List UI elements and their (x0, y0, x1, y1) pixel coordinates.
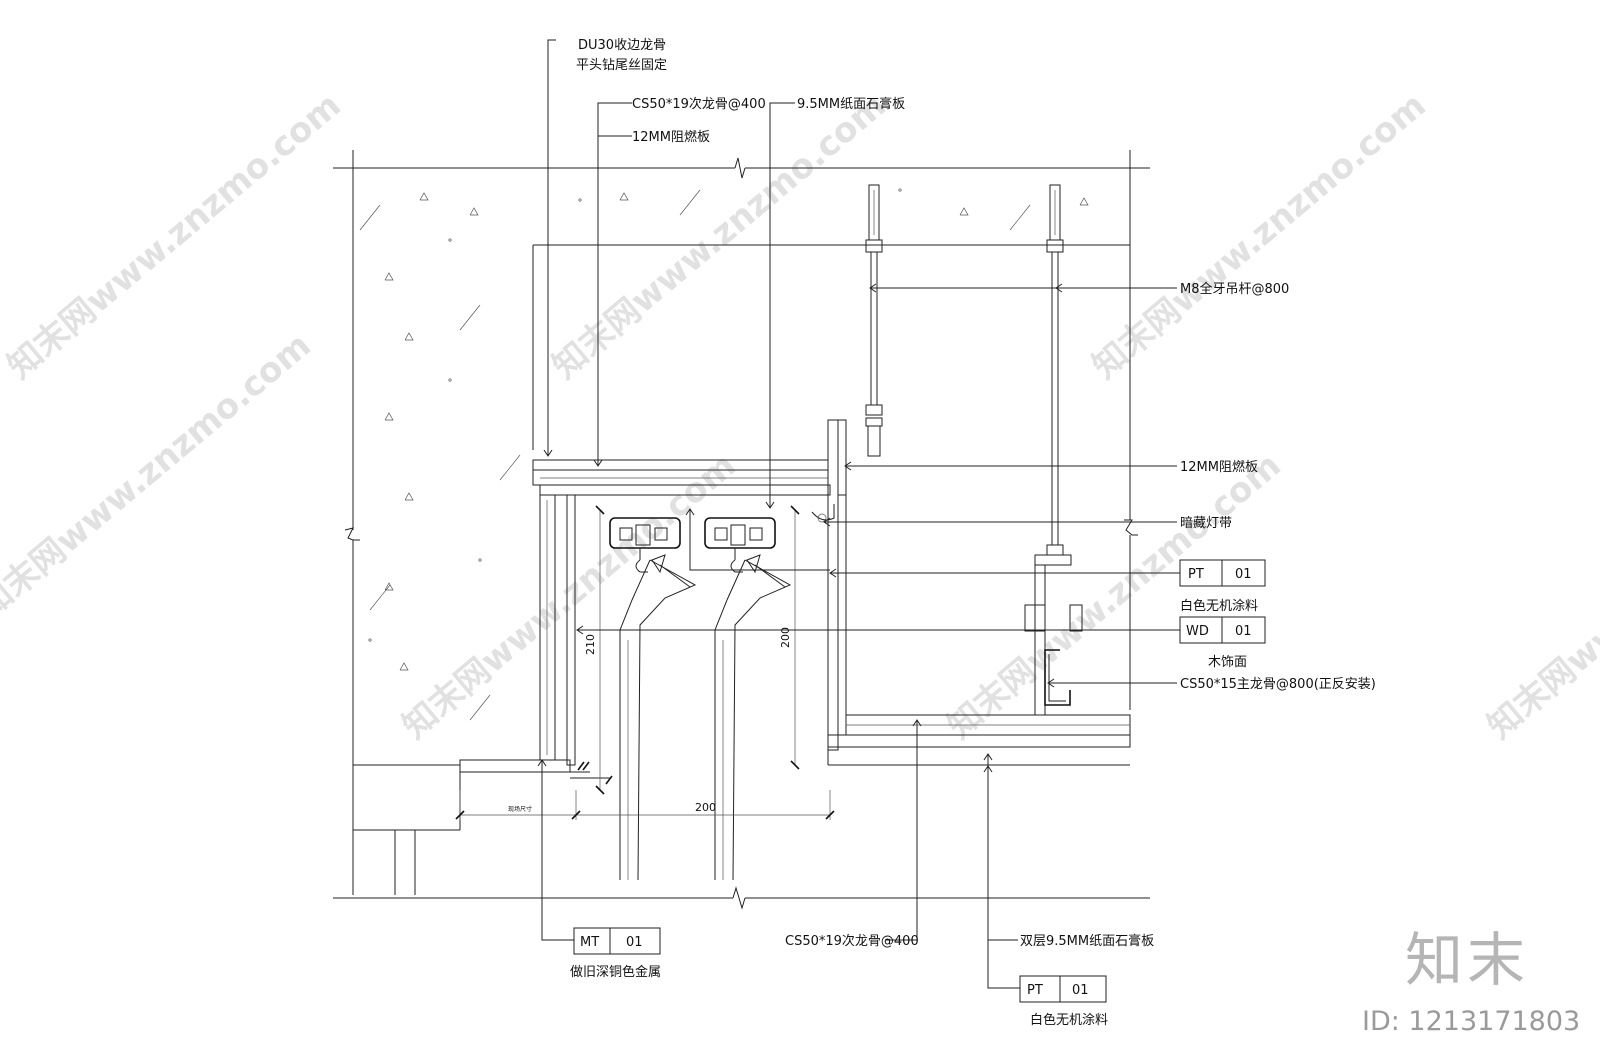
brand-logo: 知末 (1405, 926, 1529, 994)
label-pt-desc-bottom: 白色无机涂料 (1030, 1012, 1108, 1028)
curtain-tracks (609, 517, 792, 881)
tag-pt-bottom-num: 01 (1072, 983, 1089, 998)
dim-200-horizontal: 200 (695, 801, 716, 814)
material-tag-pt-right: PT 01 (1179, 559, 1266, 587)
brand-id: ID: 1213171803 (1362, 1006, 1580, 1037)
tag-mt-bottom-num: 01 (626, 935, 643, 950)
dim-210: 210 (584, 634, 597, 655)
annotation-labels: DU30收边龙骨 平头钻尾丝固定 CS50*19次龙骨@400 12MM阻燃板 … (570, 38, 1376, 1028)
watermark-7: 知末网www.znzmo.com (1480, 445, 1600, 747)
watermark-5: 知末网www.znzmo.com (395, 445, 744, 747)
label-double-gypsum: 双层9.5MM纸面石膏板 (1020, 933, 1154, 949)
tag-wd-right-num: 01 (1235, 624, 1252, 639)
label-du30-line2: 平头钻尾丝固定 (576, 58, 667, 73)
dim-site: 现场尺寸 (508, 805, 532, 813)
label-gypsum-top: 9.5MM纸面石膏板 (797, 96, 905, 112)
ceiling-board-layers (353, 459, 831, 895)
watermark-6: 知末网www.znzmo.com (940, 445, 1289, 747)
material-tag-mt-bottom: MT 01 (573, 927, 661, 955)
tag-pt-bottom-code: PT (1027, 983, 1043, 998)
label-fire-board-top: 12MM阻燃板 (632, 129, 710, 145)
dimension-lines: 210 200 200 现场尺寸 (455, 505, 835, 820)
label-du30-line1: DU30收边龙骨 (578, 38, 666, 53)
watermark-4: 知末网www.znzmo.com (0, 325, 319, 627)
leader-lines (537, 39, 1180, 989)
tag-pt-right-code: PT (1188, 567, 1204, 582)
watermark-2: 知末网www.znzmo.com (545, 85, 894, 387)
label-cs50-15-main: CS50*15主龙骨@800(正反安装) (1180, 677, 1376, 692)
label-hidden-light: 暗藏灯带 (1180, 516, 1232, 531)
material-tag-wd-right: WD 01 (1179, 616, 1266, 644)
watermark-3: 知末网www.znzmo.com (1085, 85, 1434, 387)
label-pt-desc-right: 白色无机涂料 (1180, 598, 1258, 614)
label-cs50-19-top: CS50*19次龙骨@400 (632, 96, 766, 112)
label-mt-desc: 做旧深铜色金属 (570, 964, 661, 980)
material-tag-pt-bottom: PT 01 (1019, 975, 1107, 1003)
label-m8-rod: M8全牙吊杆@800 (1180, 281, 1289, 297)
label-wd-desc: 木饰面 (1208, 655, 1247, 670)
branding: 知末 ID: 1213171803 (1362, 926, 1580, 1037)
dim-200-vertical: 200 (779, 627, 792, 648)
label-cs50-19-bottom: CS50*19次龙骨@400 (785, 933, 919, 949)
right-drop-panel (811, 419, 1131, 766)
watermarks: 知末网www.znzmo.com 知末网www.znzmo.com 知末网www… (0, 85, 1600, 747)
m8-hanger-rods (865, 184, 1083, 716)
tag-wd-right-code: WD (1186, 624, 1209, 639)
concrete-structure (333, 150, 1150, 910)
tag-pt-right-num: 01 (1235, 567, 1252, 582)
label-fire-board-right: 12MM阻燃板 (1180, 459, 1258, 475)
tag-mt-bottom-code: MT (580, 935, 599, 950)
